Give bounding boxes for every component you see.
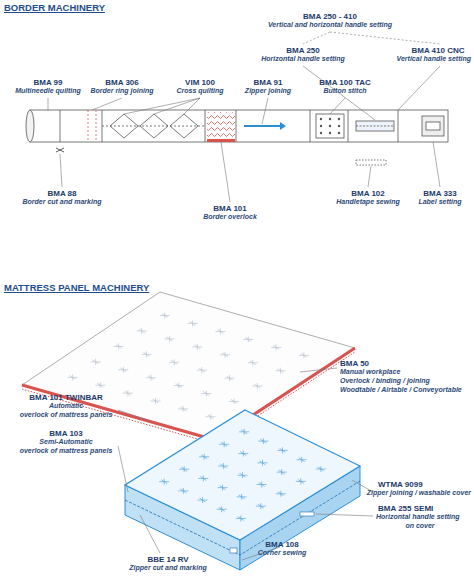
machine-name: BMA 108 xyxy=(265,540,299,549)
machine-description: on cover xyxy=(405,522,434,530)
machine-name: BMA 88 xyxy=(47,189,76,198)
machine-name: BMA 99 xyxy=(33,78,62,87)
machine-name: BMA 103 xyxy=(49,429,83,438)
machine-description: Semi-Automatic xyxy=(39,438,92,446)
machine-description: Label setting xyxy=(418,198,461,206)
machine-description: Overlock / binding / joining xyxy=(340,377,430,385)
machine-description: Corner sewing xyxy=(258,549,307,557)
machine-name: BMA 255 SEMI xyxy=(378,504,433,513)
machine-name: VIM 100 xyxy=(185,78,215,87)
machine-name: WTMA 9099 xyxy=(378,480,423,489)
machine-description: overlock of mattress panels xyxy=(20,411,113,419)
machine-name: BMA 101 TWINBAR xyxy=(29,393,102,402)
machine-description: Manual workplace xyxy=(340,368,400,376)
machine-description: Multineedle quilting xyxy=(15,87,81,95)
machine-description: Border cut and marking xyxy=(23,198,102,206)
machine-name: BMA 410 CNC xyxy=(411,46,464,55)
machine-name: BMA 250 xyxy=(286,46,320,55)
machine-name: BMA 102 xyxy=(351,189,385,198)
machine-name: BMA 100 TAC xyxy=(319,78,371,87)
machine-name: BMA 91 xyxy=(253,78,282,87)
machine-description: Vertical and horizontal handle setting xyxy=(268,21,392,29)
machine-name: BBE 14 RV xyxy=(147,555,188,564)
machine-name: BMA 50 xyxy=(340,359,369,368)
machine-description: Horizontal handle setting xyxy=(261,55,345,63)
machine-name: BMA 250 - 410 xyxy=(303,12,357,21)
machine-description: Vertical handle setting xyxy=(397,55,471,63)
machine-description: Cross quilting xyxy=(176,87,223,95)
machine-description: Border overlock xyxy=(203,213,257,221)
section-heading: BORDER MACHINERY xyxy=(4,3,105,14)
machine-description: Woodtable / Airtable / Conveyortable xyxy=(340,386,462,394)
machine-name: BMA 306 xyxy=(105,78,139,87)
machine-description: overlock of mattress panels xyxy=(20,447,113,455)
machine-name: BMA 101 xyxy=(213,204,247,213)
machine-description: Automatic xyxy=(49,402,83,410)
machine-description: Border ring joining xyxy=(91,87,154,95)
machine-name: BMA 333 xyxy=(423,189,457,198)
machine-description: Button stitch xyxy=(323,87,366,95)
machine-description: Zipper joining xyxy=(245,87,291,95)
section-heading: MATTRESS PANEL MACHINERY xyxy=(4,283,149,294)
machine-description: Zipper joining / washable cover xyxy=(367,489,471,497)
machine-description: Handletape sewing xyxy=(336,198,399,206)
machine-description: Horizontal handle setting xyxy=(376,513,460,521)
machine-description: Zipper cut and marking xyxy=(129,564,206,572)
